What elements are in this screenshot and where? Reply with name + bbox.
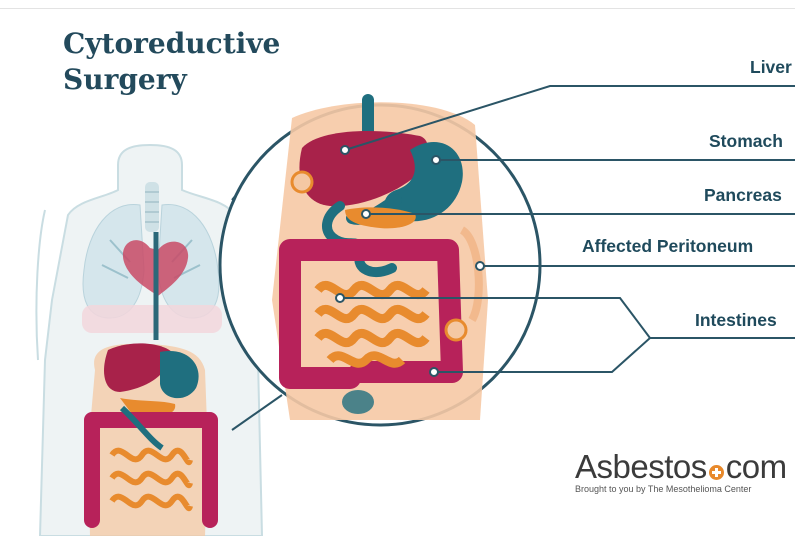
brand-name-part2: com — [726, 448, 787, 485]
label-stomach: Stomach — [709, 131, 783, 152]
diaphragm-band — [82, 305, 222, 333]
magnified-view — [220, 100, 540, 425]
plus-icon — [709, 465, 724, 480]
label-affected-peritoneum: Affected Peritoneum — [582, 236, 753, 257]
label-liver: Liver — [750, 57, 792, 78]
brand-name: Asbestos com — [575, 448, 787, 486]
brand-name-part1: Asbestos — [575, 448, 707, 485]
small-figure-organs — [88, 343, 210, 536]
trachea-icon — [145, 182, 159, 232]
label-intestines: Intestines — [695, 310, 777, 331]
label-pancreas: Pancreas — [704, 185, 782, 206]
